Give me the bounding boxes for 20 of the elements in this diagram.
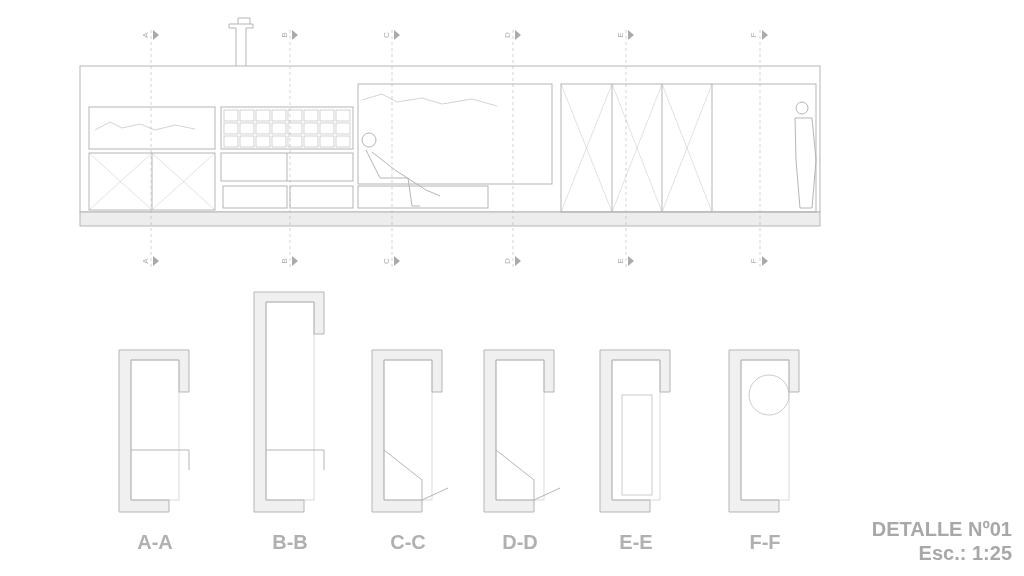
section-mark-letter: E	[616, 258, 625, 264]
section-mark-letter: B	[280, 32, 289, 38]
section-title: B-B	[271, 531, 309, 554]
section-title: D-D	[501, 531, 539, 554]
section-mark-letter: B	[280, 258, 289, 264]
section-mark-letter: C	[382, 32, 391, 38]
scale-note: Esc.: 1:25	[918, 542, 1012, 565]
section-mark-letter: D	[503, 32, 512, 38]
section-title: F-F	[748, 531, 782, 554]
section-mark-letter: E	[616, 32, 625, 38]
drawing-title: DETALLE Nº01	[871, 518, 1012, 541]
section-mark-letter: D	[503, 258, 512, 264]
section-title: C-C	[389, 531, 427, 554]
section-title: A-A	[136, 531, 174, 554]
section-mark-letter: C	[382, 258, 391, 264]
section-title: E-E	[618, 531, 654, 554]
section-mark-letter: F	[750, 32, 759, 38]
section-mark-letter: A	[141, 258, 150, 264]
section-mark-letter: F	[750, 258, 759, 264]
section-mark-letter: A	[141, 32, 150, 38]
